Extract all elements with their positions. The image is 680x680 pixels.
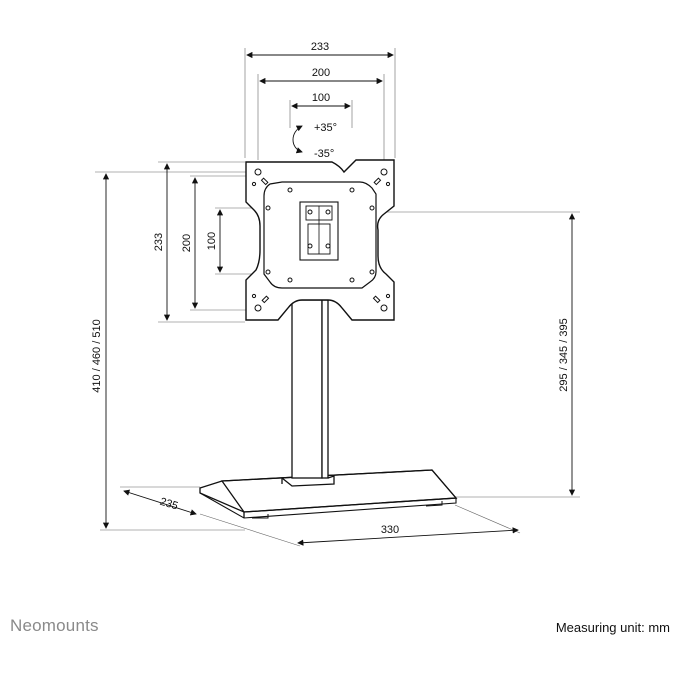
label-total-height: 410 / 460 / 510 xyxy=(91,319,103,392)
stand-base xyxy=(199,469,458,519)
label-height-inner: 100 xyxy=(206,232,218,250)
label-width-outer: 233 xyxy=(311,41,329,53)
extension-lines xyxy=(95,48,580,547)
label-tilt-down: -35° xyxy=(314,148,334,160)
label-height-outer: 233 xyxy=(153,233,165,251)
label-base-depth: 235 xyxy=(158,496,179,513)
label-height-mid: 200 xyxy=(181,234,193,252)
label-width-mid: 200 xyxy=(312,67,330,79)
dimension-lines xyxy=(102,51,576,546)
vesa-plate xyxy=(245,159,395,321)
mounting-holes xyxy=(251,168,391,312)
label-pole-height: 295 / 345 / 395 xyxy=(558,318,570,391)
label-width-inner: 100 xyxy=(312,92,330,104)
measuring-unit-note: Measuring unit: mm xyxy=(555,620,670,635)
stand-pole xyxy=(281,299,335,487)
brand-logo-text: Neomounts xyxy=(10,616,99,635)
label-tilt-up: +35° xyxy=(314,122,337,134)
label-base-width: 330 xyxy=(381,524,399,536)
